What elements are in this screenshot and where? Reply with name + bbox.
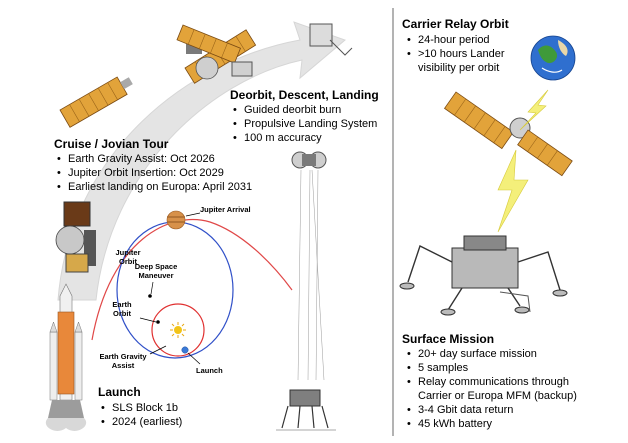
earth-gravity-label: Earth Gravity Assist — [95, 352, 151, 370]
relay-spacecraft — [443, 91, 573, 177]
earth-gravity-label-line: Earth Gravity — [99, 352, 147, 361]
lightning-bolt-lower — [497, 149, 529, 233]
relay-title: Carrier Relay Orbit — [402, 17, 509, 31]
launch-title: Launch — [98, 385, 141, 399]
list-item: 20+ day surface mission — [407, 347, 569, 361]
relay-list-continuation: visibility per orbit — [418, 62, 500, 74]
surface-list-continuation: Carrier or Europa MFM (backup) — [418, 390, 577, 402]
deorbit-title: Deorbit, Descent, Landing — [230, 88, 379, 102]
list-item: Propulsive Landing System — [233, 117, 377, 131]
list-item: 3-4 Gbit data return — [407, 403, 513, 417]
earth-orbit-label-line: Orbit — [113, 309, 131, 318]
surface-list-tail: 3-4 Gbit data return 45 kWh battery — [404, 403, 513, 431]
jupiter-arrival-label: Jupiter Arrival — [200, 205, 251, 214]
jupiter-orbit-label-line: Orbit — [119, 257, 137, 266]
sls-rocket — [45, 283, 87, 431]
cruise-list: Earth Gravity Assist: Oct 2026 Jupiter O… — [54, 152, 252, 194]
list-item: 5 samples — [407, 361, 569, 375]
sun-icon — [170, 322, 186, 338]
surface-list: 20+ day surface mission 5 samples Relay … — [404, 347, 569, 389]
deep-space-label-line: Maneuver — [138, 271, 174, 280]
jupiter-icon — [166, 210, 186, 230]
jupiter-orbit-label: Jupiter Orbit — [110, 248, 146, 266]
cruise-spacecraft — [59, 76, 133, 128]
jupiter-orbit-label-line: Jupiter — [115, 248, 141, 257]
earth-large-icon — [530, 35, 576, 81]
list-item: Relay communications through — [407, 375, 569, 389]
carrier-stack — [55, 201, 96, 273]
list-item: Earliest landing on Europa: April 2031 — [57, 180, 252, 194]
earth-gravity-label-line: Assist — [111, 361, 135, 370]
deep-space-label-line: Deep Space — [134, 262, 178, 271]
list-item: Jupiter Orbit Insertion: Oct 2029 — [57, 166, 252, 180]
surface-lander — [399, 235, 568, 316]
list-item: 2024 (earliest) — [101, 415, 182, 429]
list-item: Earth Gravity Assist: Oct 2026 — [57, 152, 252, 166]
list-item: 45 kWh battery — [407, 417, 513, 431]
list-item: 24-hour period — [407, 33, 505, 47]
earth-small-icon — [181, 346, 189, 354]
earth-orbit-label: Earth Orbit — [106, 300, 138, 318]
deorbit-spacecraft — [176, 23, 353, 77]
cruise-title: Cruise / Jovian Tour — [54, 137, 169, 151]
descent-lander — [276, 151, 336, 431]
earth-orbit-label-line: Earth — [112, 300, 132, 309]
launch-list: SLS Block 1b 2024 (earliest) — [98, 401, 182, 429]
launch-point-label: Launch — [196, 366, 223, 375]
transfer-orbit — [116, 221, 234, 359]
list-item: Guided deorbit burn — [233, 103, 377, 117]
list-item: >10 hours Lander — [407, 47, 504, 61]
earth-orbit — [151, 303, 205, 357]
relay-list: 24-hour period >10 hours Lander — [404, 33, 505, 61]
list-item: SLS Block 1b — [101, 401, 182, 415]
lightning-bolt-upper — [519, 89, 549, 131]
deep-space-label: Deep Space Maneuver — [128, 262, 184, 280]
jupiter-orbit-arc — [91, 218, 293, 341]
surface-title: Surface Mission — [402, 332, 495, 346]
deorbit-list: Guided deorbit burn Propulsive Landing S… — [230, 103, 377, 145]
list-item: 100 m accuracy — [233, 131, 377, 145]
